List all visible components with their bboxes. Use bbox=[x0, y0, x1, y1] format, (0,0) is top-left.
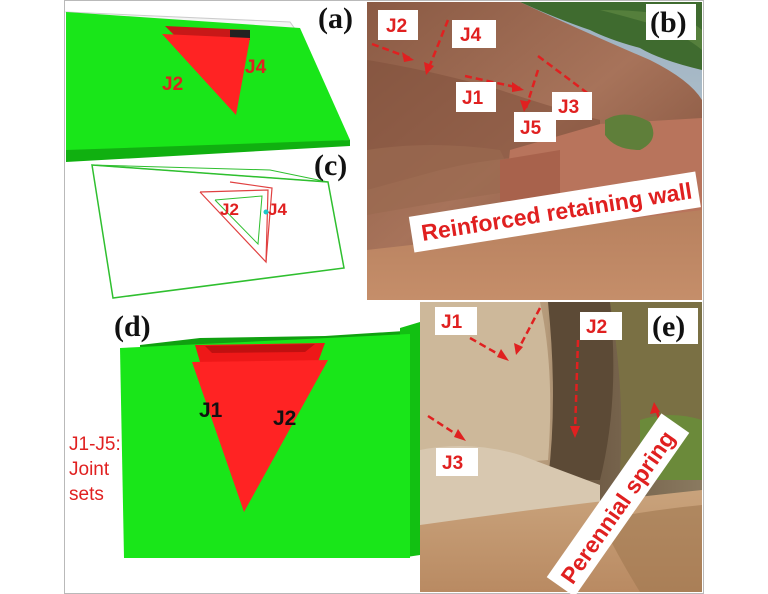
label-c-j2: J2 bbox=[220, 200, 239, 219]
box-b-letter bbox=[646, 4, 696, 40]
wedge-c-line3 bbox=[214, 195, 263, 246]
photo-b-debris bbox=[367, 145, 520, 215]
wedge-a-dark bbox=[230, 30, 250, 40]
label-d-j2: J2 bbox=[273, 407, 296, 430]
box-e-j2 bbox=[580, 312, 622, 340]
box-b-j2 bbox=[378, 10, 418, 40]
panel-d: J1 J2 J1-J5: Joint sets (d) bbox=[69, 310, 420, 558]
label-b-j4: J4 bbox=[460, 25, 482, 46]
label-b-j1: J1 bbox=[462, 88, 484, 109]
label-d-j1: J1 bbox=[199, 399, 223, 422]
photo-e-arrowheads bbox=[454, 343, 660, 441]
block-a-dark bbox=[66, 140, 350, 162]
label-a-j2: J2 bbox=[162, 74, 183, 95]
block-c-top bbox=[91, 164, 329, 183]
legend-d-line2: Joint bbox=[69, 459, 110, 480]
photo-b-arrowheads bbox=[402, 52, 530, 112]
panel-b: J2 J4 J1 J5 J3 (b) Reinforced retaining … bbox=[367, 2, 702, 300]
wedge-c-line1 bbox=[199, 189, 269, 264]
wedge-c-point bbox=[263, 209, 269, 215]
label-b-j5: J5 bbox=[520, 118, 542, 139]
box-b-j4 bbox=[452, 20, 496, 48]
label-b-j3: J3 bbox=[558, 97, 579, 118]
legend-d-line3: sets bbox=[69, 484, 104, 505]
label-c-j4: J4 bbox=[268, 200, 287, 219]
label-e-j2: J2 bbox=[586, 317, 607, 338]
photo-e-cliff-dark bbox=[548, 302, 614, 480]
photo-b-shrub bbox=[605, 114, 654, 150]
label-e-j3: J3 bbox=[442, 453, 463, 474]
box-e-j3 bbox=[436, 448, 478, 476]
panel-e: J1 J2 J3 (e) Perennial spring bbox=[420, 302, 702, 594]
panel-letter-a: (a) bbox=[318, 2, 353, 35]
box-e-letter bbox=[648, 308, 698, 344]
label-a-j4: J4 bbox=[245, 57, 267, 78]
wedge-a bbox=[162, 34, 250, 115]
box-b-j5 bbox=[514, 112, 556, 142]
photo-e-ground-shadow bbox=[600, 505, 702, 592]
panel-a: J2 J4 (a) bbox=[65, 2, 353, 162]
photo-e-cliff-light bbox=[420, 302, 551, 470]
box-e-j1 bbox=[435, 307, 477, 335]
box-b-j1 bbox=[456, 82, 496, 112]
panel-c: J2 J4 (c) bbox=[91, 149, 347, 299]
wedge-d-top-dark bbox=[205, 344, 315, 353]
photo-b-ground bbox=[367, 210, 702, 300]
box-b-j3 bbox=[552, 92, 592, 120]
block-c-outline bbox=[91, 164, 345, 299]
panel-letter-d: (d) bbox=[114, 310, 151, 343]
wedge-c-line2 bbox=[229, 181, 273, 263]
panel-letter-b: (b) bbox=[650, 6, 687, 39]
wedge-d bbox=[192, 360, 328, 512]
label-e-j1: J1 bbox=[441, 312, 463, 333]
block-a-green bbox=[66, 12, 350, 160]
label-b-j2: J2 bbox=[386, 16, 407, 37]
panel-letter-e: (e) bbox=[652, 310, 685, 343]
legend-d-line1: J1-J5: bbox=[69, 434, 121, 455]
panel-letter-c: (c) bbox=[314, 149, 347, 182]
